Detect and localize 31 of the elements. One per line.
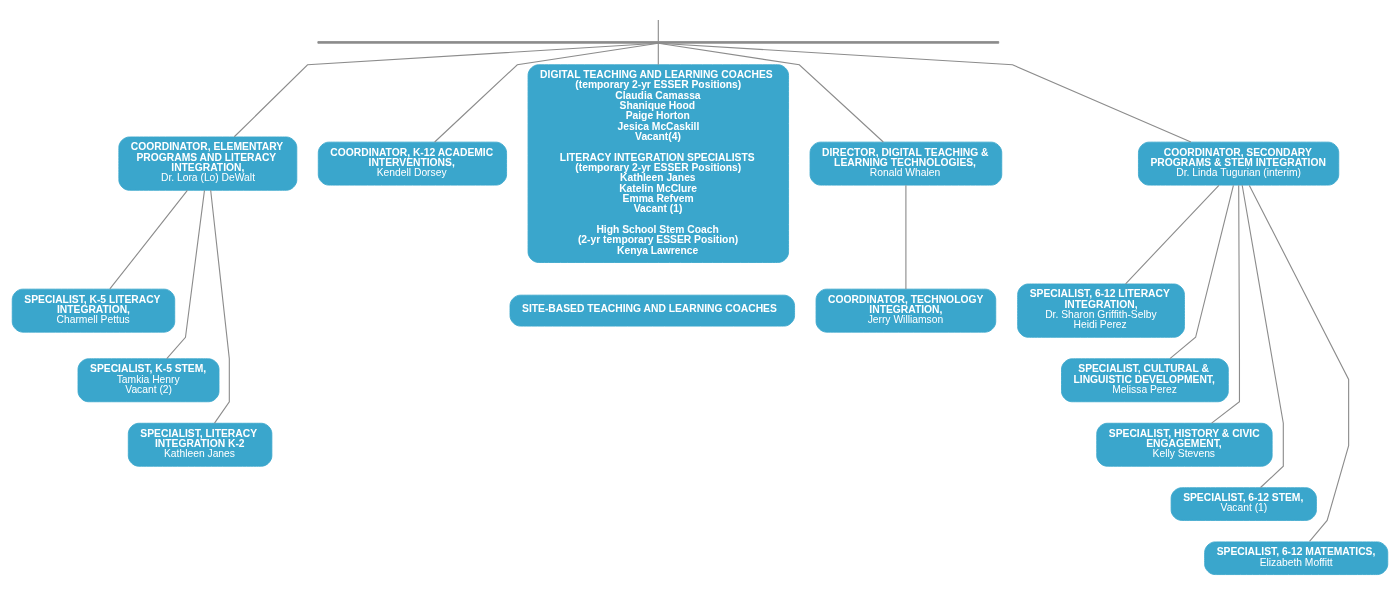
node-box: DIGITAL TEACHING AND LEARNING COACHES (temporary 2-yr ESSER Positions) Claudia Camassa Shanique Hood Paige Horton Jesica McCaskill Vacant(4) LITERACY INTEGRATION SPECIALISTS (temporary 2-yr ESSER Positions) Kathleen Janes Katelin McClure Emma Refvem Vacant (1) High School Stem Coach (2-yr temporary ESSER Position) Kenya Lawrence	[527, 63, 789, 263]
node-box: SPECIALIST, 6-12 STEM, Vacant (1)	[1170, 486, 1317, 521]
connector	[905, 184, 907, 290]
node-box: COORDINATOR, SECONDARY PROGRAMS & STEM INTEGRATION Dr. Linda Tugurian (interim)	[1138, 141, 1340, 186]
connector	[1248, 184, 1350, 542]
connector	[109, 189, 188, 289]
connector	[434, 42, 659, 143]
node-box: SPECIALIST, LITERACY INTEGRATION K-2 Kathleen Janes	[127, 422, 273, 467]
connector	[210, 189, 230, 424]
connector	[1169, 184, 1234, 359]
connector	[657, 42, 1192, 143]
connector	[1211, 184, 1240, 424]
node-box: SITE-BASED TEACHING AND LEARNING COACHES	[509, 294, 795, 327]
node-box: SPECIALIST, 6-12 LITERACY INTEGRATION, Dr. Sharon Griffith-Selby Heidi Perez	[1017, 283, 1185, 338]
node-box: COORDINATOR, K-12 ACADEMIC INTERVENTIONS, Kendell Dorsey	[317, 141, 507, 186]
node-box: SPECIALIST, HISTORY & CIVIC ENGAGEMENT, Kelly Stevens	[1096, 422, 1273, 467]
connector	[657, 42, 659, 65]
node-box: DIRECTOR, DIGITAL TEACHING & LEARNING TECHNOLOGIES, Ronald Whalen	[809, 141, 1003, 186]
node-box: COORDINATOR, TECHNOLOGY INTEGRATION, Jerry Williamson	[815, 288, 997, 333]
node-bar	[317, 40, 1000, 44]
connector	[657, 19, 659, 42]
connector	[233, 42, 659, 137]
node-box: COORDINATOR, ELEMENTARY PROGRAMS AND LITERACY INTEGRATION, Dr. Lora (Lo) DeWalt	[118, 136, 298, 191]
connector	[1241, 184, 1284, 488]
connector	[1125, 184, 1220, 284]
node-box: SPECIALIST, K-5 LITERACY INTEGRATION, Charmell Pettus	[11, 288, 176, 333]
node-box: SPECIALIST, CULTURAL & LINGUISTIC DEVELOPMENT, Melissa Perez	[1061, 357, 1229, 402]
node-box: SPECIALIST, K-5 STEM, Tamkia Henry Vacant (2)	[77, 357, 220, 402]
connector	[166, 189, 206, 359]
node-box: SPECIALIST, 6-12 MATEMATICS, Elizabeth Moffitt	[1204, 540, 1389, 575]
connector	[657, 42, 884, 143]
